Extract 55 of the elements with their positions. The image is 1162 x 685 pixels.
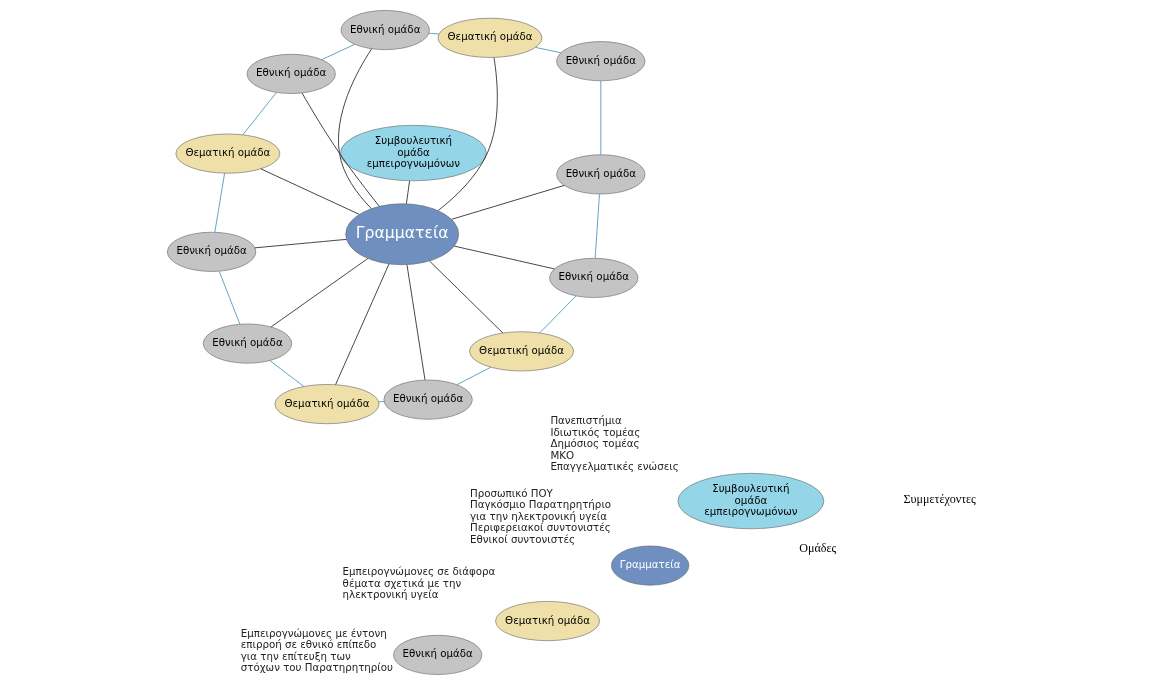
connector: [268, 360, 304, 387]
node-ellipse: Εθνική ομάδα: [246, 54, 336, 94]
node-ellipse: Εθνική ομάδα: [202, 323, 292, 364]
connector: [213, 172, 225, 233]
connector: [301, 92, 380, 207]
connector: [437, 57, 498, 211]
connector: [241, 92, 277, 136]
connector: [259, 168, 360, 215]
label: Συμμετέχοντες: [903, 491, 976, 506]
node-label: Ιδιωτικός τομέας: [549, 425, 640, 438]
node-ellipse: Θεματική ομάδα: [437, 17, 542, 58]
node-ellipse: Θεματική ομάδα: [468, 331, 574, 372]
connector: [334, 263, 389, 386]
label: Ομάδες: [798, 540, 836, 555]
connector: [406, 264, 425, 381]
connector: [594, 193, 600, 259]
connector: [253, 238, 347, 249]
connector: [599, 80, 601, 156]
connector: [337, 48, 372, 209]
node-label: Πανεπιστήμια: [549, 414, 622, 427]
node-ellipse: Συμβουλευτική ομάδα εμπειρογνωμόνων: [339, 125, 487, 182]
node-ellipse: Θεματική ομάδα: [274, 384, 379, 425]
node-ellipse: Θεματική ομάδα: [494, 601, 600, 641]
connector: [320, 43, 355, 61]
node-label: Προσωπικό ΠΟΥ: [469, 486, 553, 499]
connector: [453, 245, 555, 270]
node-label: Δημόσιος τομέας: [549, 437, 639, 450]
node-ellipse: Εθνική ομάδα: [383, 379, 473, 420]
connector: [456, 366, 491, 386]
node-ellipse: Εθνική ομάδα: [555, 41, 645, 82]
node-ellipse: Συμβουλευτική ομάδα εμπειρογνωμόνων: [677, 473, 824, 530]
connector: [450, 184, 565, 220]
connector: [377, 401, 384, 403]
node-label: Εμπειρογνώμονες με έντονη επιρροή σε εθνικό επίπεδο για την επίτευξη των στόχων του Παρατηρητηρίου: [240, 626, 393, 674]
node-ellipse: Γραμματεία: [610, 545, 689, 586]
node-label: ΜΚΟ: [549, 448, 574, 461]
connector: [405, 180, 410, 205]
node-label: Παγκόσμιο Παρατηρητήριο για την ηλεκτρονική υγεία: [469, 498, 611, 522]
connector: [218, 270, 240, 325]
node-ellipse: Εθνική ομάδα: [166, 231, 256, 272]
connector: [538, 295, 576, 334]
connector: [534, 46, 561, 54]
connector: [270, 258, 368, 328]
connector: [427, 32, 439, 35]
node-label: Εμπειρογνώμονες σε διάφορα θέματα σχετικά με την ηλεκτρονική υγεία: [342, 565, 495, 601]
node-ellipse: Εθνική ομάδα: [340, 10, 430, 50]
node-ellipse: Θεματική ομάδα: [175, 133, 280, 174]
node-label: Εθνικοί συντονιστές: [469, 532, 575, 545]
node-ellipse: Γραμματεία: [344, 203, 459, 266]
node-label: Περιφερειακοί συντονιστές: [469, 521, 611, 534]
node-ellipse: Εθνική ομάδα: [555, 154, 645, 195]
connector: [428, 260, 503, 334]
node-ellipse: Εθνική ομάδα: [548, 257, 638, 298]
node-ellipse: Εθνική ομάδα: [392, 635, 482, 675]
node-label: Επαγγελματικές ενώσεις: [549, 460, 679, 473]
